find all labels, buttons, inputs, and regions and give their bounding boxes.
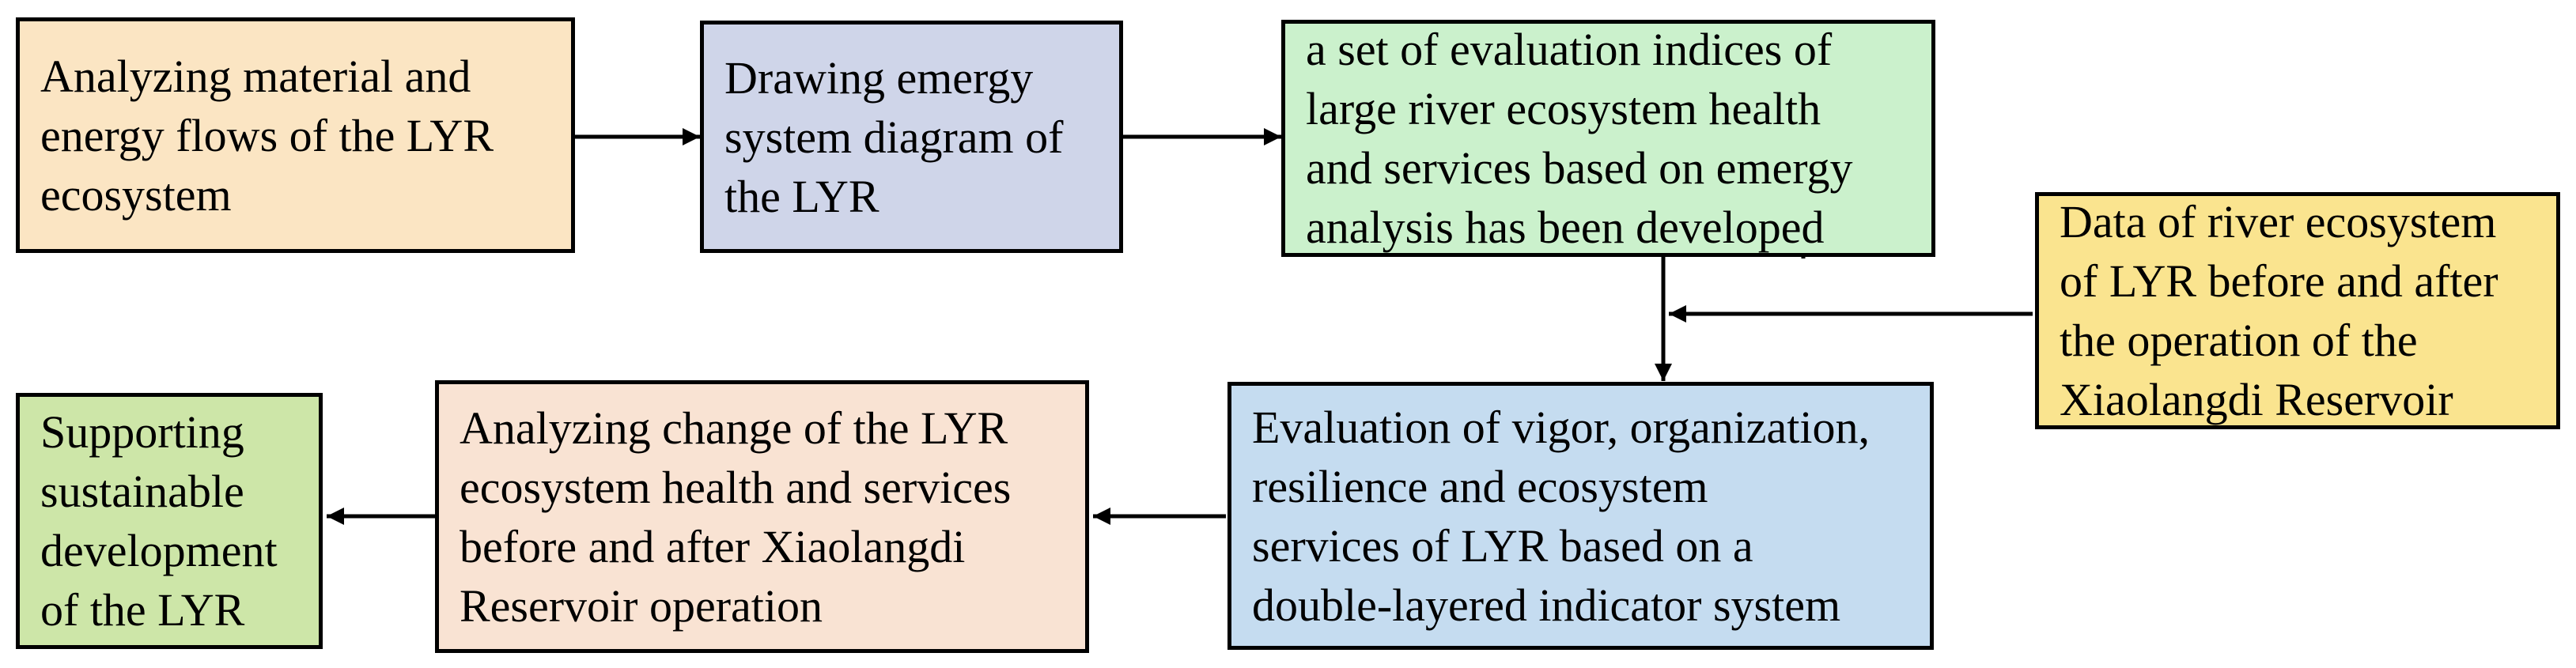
box-analyze-material-energy-flows: Analyzing material and energy flows of t… <box>16 17 575 253</box>
box-drawing-emergy-diagram: Drawing emergy system diagram of the LYR <box>700 21 1123 253</box>
box-reservoir-data-text: Data of river ecosystem of LYR before an… <box>2060 196 2498 425</box>
box-supporting-sustainable-development-text: Supporting sustainable development of th… <box>40 406 278 636</box>
box-evaluation-indices-developed-text: a set of evaluation indices of large riv… <box>1306 24 1853 253</box>
box-evaluation-indices-developed: a set of evaluation indices of large riv… <box>1281 20 1935 257</box>
box-reservoir-data: Data of river ecosystem of LYR before an… <box>2035 192 2560 429</box>
box-analyze-material-energy-flows-text: Analyzing material and energy flows of t… <box>40 50 494 221</box>
box-drawing-emergy-diagram-text: Drawing emergy system diagram of the LYR <box>724 51 1064 222</box>
box-supporting-sustainable-development: Supporting sustainable development of th… <box>16 393 323 649</box>
box-evaluation-vigor-organization-text: Evaluation of vigor, organization, resil… <box>1252 401 1871 631</box>
box-analyzing-change-health-services-text: Analyzing change of the LYR ecosystem he… <box>460 402 1012 632</box>
box-evaluation-vigor-organization: Evaluation of vigor, organization, resil… <box>1227 382 1934 650</box>
box-analyzing-change-health-services: Analyzing change of the LYR ecosystem he… <box>435 380 1089 653</box>
